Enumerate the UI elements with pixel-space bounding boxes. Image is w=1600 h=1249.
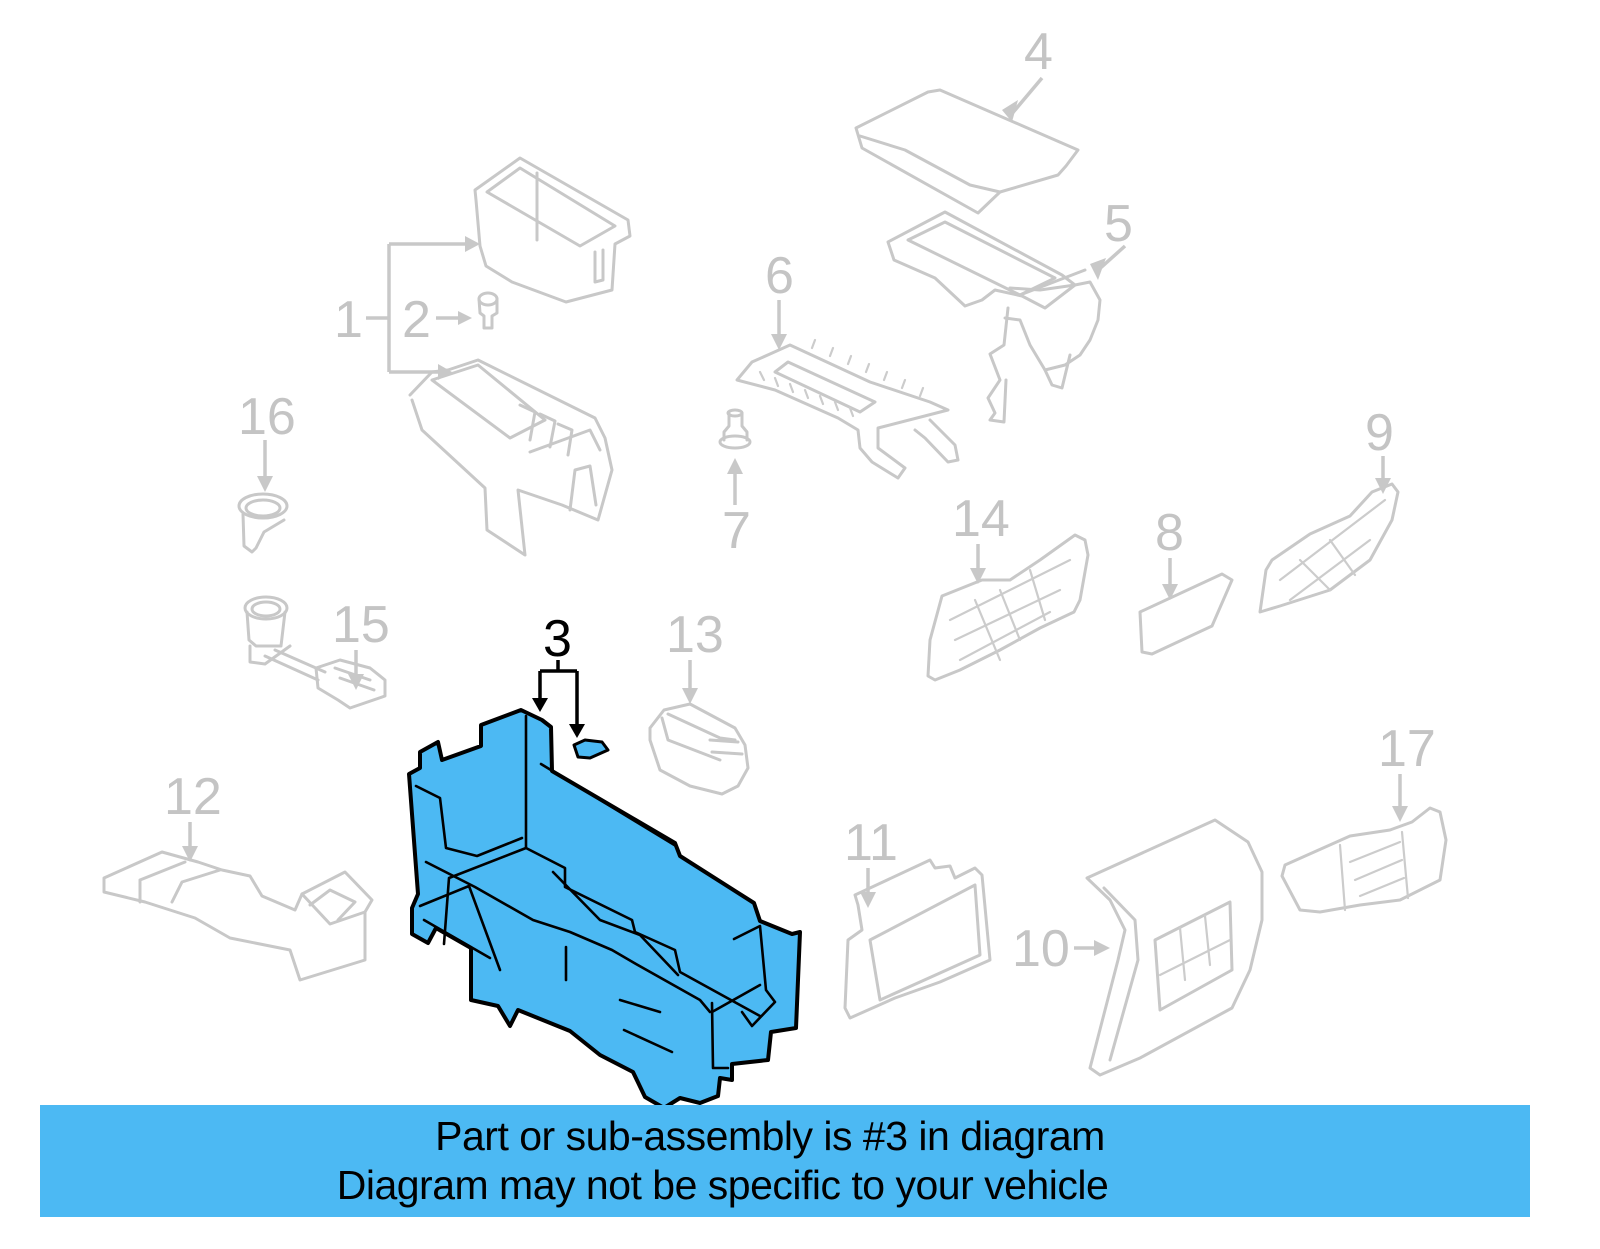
caption-part-reference: Part or sub-assembly is #3 in diagram — [435, 1113, 1105, 1159]
callout-leader-4 — [1002, 76, 1044, 122]
callout-leader-14 — [970, 544, 986, 584]
callout-leaders-1-2 — [366, 236, 480, 380]
callout-16[interactable]: 16 — [238, 388, 296, 446]
callout-leader-10 — [1074, 940, 1110, 956]
callout-leader-5 — [1090, 244, 1127, 280]
part-13-switch[interactable] — [648, 702, 750, 796]
callout-10[interactable]: 10 — [1012, 920, 1070, 978]
callout-11[interactable]: 11 — [844, 814, 898, 872]
callout-17[interactable]: 17 — [1378, 720, 1436, 778]
caption-banner: Part or sub-assembly is #3 in diagram Di… — [40, 1105, 1530, 1217]
callout-leader-13 — [682, 660, 698, 704]
part-6-frame[interactable] — [735, 338, 960, 480]
callout-leader-7 — [727, 458, 743, 505]
part-7-clip[interactable] — [718, 408, 752, 450]
callout-14[interactable]: 14 — [952, 490, 1010, 548]
callout-3[interactable]: 3 — [543, 610, 572, 668]
callout-13[interactable]: 13 — [666, 606, 724, 664]
callout-15[interactable]: 15 — [332, 596, 390, 654]
part-10-trim-panel[interactable] — [1085, 818, 1264, 1077]
part-4-armrest-lid[interactable] — [854, 88, 1080, 215]
part-16-ring[interactable] — [237, 492, 289, 554]
callout-2[interactable]: 2 — [402, 291, 431, 349]
part-12-duct[interactable] — [102, 850, 374, 982]
callout-leader-15 — [348, 650, 364, 690]
part-17-vent[interactable] — [1280, 806, 1448, 914]
part-3-console-bin-highlighted[interactable] — [407, 708, 802, 1110]
part-1-storage-bins[interactable] — [408, 156, 632, 557]
callout-leader-8 — [1162, 558, 1178, 600]
callout-8[interactable]: 8 — [1155, 504, 1184, 562]
callout-5[interactable]: 5 — [1104, 195, 1133, 253]
callout-12[interactable]: 12 — [164, 768, 222, 826]
callout-leader-9 — [1375, 456, 1391, 494]
part-9-cover[interactable] — [1258, 482, 1400, 614]
callout-leader-11 — [860, 868, 876, 908]
part-5-hinge-bracket[interactable] — [886, 210, 1102, 424]
callout-6[interactable]: 6 — [765, 247, 794, 305]
callout-4[interactable]: 4 — [1024, 23, 1053, 81]
caption-disclaimer: Diagram may not be specific to your vehi… — [336, 1162, 1109, 1208]
callout-9[interactable]: 9 — [1365, 404, 1394, 462]
callout-1[interactable]: 1 — [334, 291, 363, 349]
callout-leader-17 — [1392, 774, 1408, 822]
callout-leader-12 — [182, 822, 198, 862]
part-8-plate[interactable] — [1138, 572, 1234, 656]
callout-leader-6 — [771, 300, 787, 350]
part-2-pin[interactable] — [477, 291, 499, 330]
part-14-panel[interactable] — [926, 533, 1090, 682]
callout-leader-3 — [532, 660, 585, 738]
callout-leader-16 — [257, 440, 273, 492]
callout-7[interactable]: 7 — [722, 502, 751, 560]
part-11-bezel[interactable] — [843, 858, 992, 1020]
